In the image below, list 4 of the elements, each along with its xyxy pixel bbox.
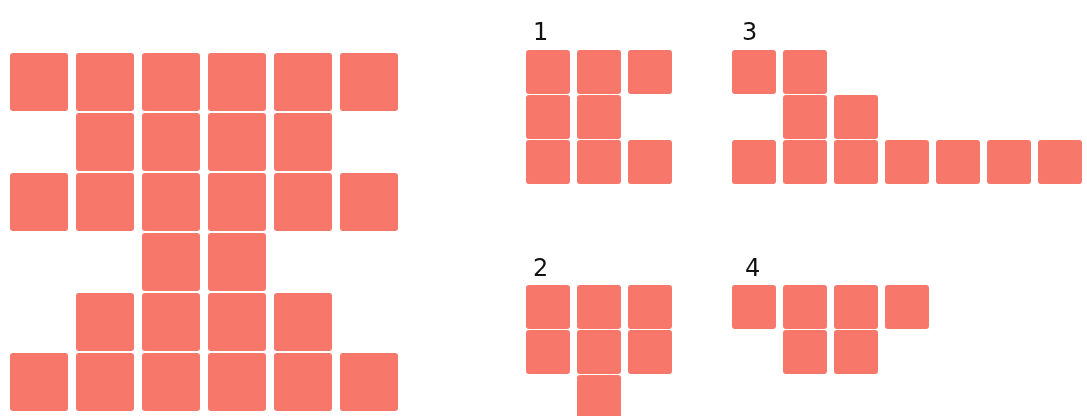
figure-number: 1 <box>533 20 549 44</box>
figure-number: 2 <box>533 256 549 280</box>
figure-number: 3 <box>742 20 758 44</box>
figure-number: 4 <box>745 256 761 280</box>
